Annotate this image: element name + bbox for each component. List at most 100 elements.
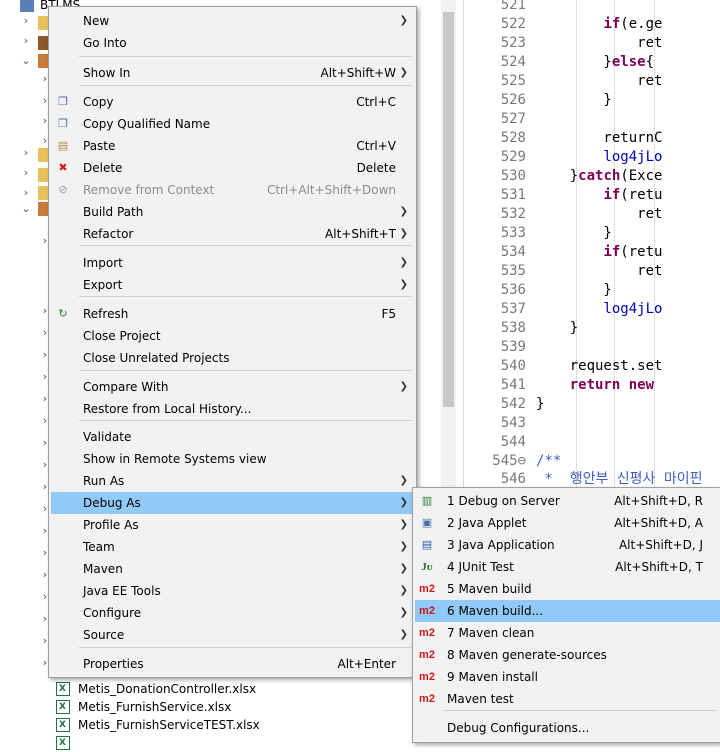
menu-item-java-ee-tools[interactable]: Java EE Tools❯ [51, 580, 414, 602]
code-line[interactable]: 546 * 행안부 신평사 마이핀 [464, 470, 720, 489]
code-line[interactable]: 543 [464, 414, 720, 433]
expand-icon[interactable]: › [42, 304, 48, 317]
code-line[interactable]: 535 ret [464, 262, 720, 281]
menu-item-validate[interactable]: Validate [51, 426, 414, 448]
expand-icon[interactable]: › [42, 656, 48, 669]
menu-item-team[interactable]: Team❯ [51, 536, 414, 558]
menu-item-close-unrelated-projects[interactable]: Close Unrelated Projects [51, 347, 414, 369]
code-line[interactable]: 528 returnC [464, 129, 720, 148]
expand-icon[interactable]: › [42, 612, 48, 625]
code-line[interactable]: 525 ret [464, 72, 720, 91]
expand-icon[interactable]: › [23, 14, 29, 27]
expand-icon[interactable]: › [23, 166, 29, 179]
code-line[interactable]: 545⊖/** [464, 452, 720, 471]
expand-icon[interactable]: › [42, 94, 48, 107]
code-line[interactable]: 539 [464, 338, 720, 357]
menu-item-build-path[interactable]: Build Path❯ [51, 201, 414, 223]
line-number: 535 [500, 263, 526, 279]
code-line[interactable]: 533 } [464, 224, 720, 243]
expand-icon[interactable]: › [23, 34, 29, 47]
expand-icon[interactable]: › [42, 436, 48, 449]
menu-item-maven[interactable]: Maven❯ [51, 558, 414, 580]
menu-item-label: 6 Maven build... [447, 604, 544, 618]
collapse-icon[interactable]: ⌄ [21, 54, 31, 67]
code-line[interactable]: 540 request.set [464, 357, 720, 376]
expand-icon[interactable]: › [42, 134, 48, 147]
menu-item-import[interactable]: Import❯ [51, 252, 414, 274]
code-line[interactable]: 544 [464, 433, 720, 452]
expand-icon[interactable]: › [42, 634, 48, 647]
menu-item-debug-as[interactable]: Debug As❯ [51, 492, 414, 514]
expand-icon[interactable]: › [42, 326, 48, 339]
expand-icon[interactable]: › [42, 348, 48, 361]
expand-icon[interactable]: › [42, 114, 48, 127]
expand-icon[interactable]: › [42, 546, 48, 559]
menu-item-new[interactable]: New❯ [51, 10, 414, 32]
submenu-item-debug-configurations[interactable]: Debug Configurations... [415, 717, 720, 739]
menu-item-export[interactable]: Export❯ [51, 274, 414, 296]
code-line[interactable]: 521 [464, 0, 720, 15]
code-line[interactable]: 522 if(e.ge [464, 15, 720, 34]
code-line[interactable]: 524 }else{ [464, 53, 720, 72]
expand-icon[interactable]: › [23, 146, 29, 159]
code-line[interactable]: 531 if(retu [464, 186, 720, 205]
expand-icon[interactable]: › [42, 72, 48, 85]
expand-icon[interactable]: › [42, 234, 48, 247]
expand-icon[interactable]: › [42, 590, 48, 603]
menu-item-source[interactable]: Source❯ [51, 624, 414, 646]
expand-icon[interactable]: › [42, 524, 48, 537]
code-line[interactable]: 534 if(retu [464, 243, 720, 262]
code-line[interactable]: 527 [464, 110, 720, 129]
code-line[interactable]: 532 ret [464, 205, 720, 224]
code-line[interactable]: 538 } [464, 319, 720, 338]
code-line[interactable]: 523 ret [464, 34, 720, 53]
code-line[interactable]: 530 }catch(Exce [464, 167, 720, 186]
code-line[interactable]: 526 } [464, 91, 720, 110]
expand-icon[interactable]: › [42, 370, 48, 383]
menu-item-label: Delete [83, 161, 123, 175]
expand-icon[interactable]: › [42, 414, 48, 427]
menu-item-go-into[interactable]: Go Into [51, 32, 414, 54]
menu-item-copy-qualified-name[interactable]: ❐Copy Qualified Name [51, 113, 414, 135]
submenu-arrow-icon: ❯ [399, 67, 408, 78]
menu-item-label: Close Unrelated Projects [83, 351, 230, 365]
expand-icon[interactable]: › [42, 480, 48, 493]
expand-icon[interactable]: › [42, 502, 48, 515]
collapse-icon[interactable]: ⌄ [21, 202, 31, 215]
code-line[interactable]: 541 return new [464, 376, 720, 395]
menu-item-restore-from-local-history[interactable]: Restore from Local History... [51, 398, 414, 420]
menu-item-close-project[interactable]: Close Project [51, 325, 414, 347]
code-line[interactable]: 536 } [464, 281, 720, 300]
code-line[interactable]: 542} [464, 395, 720, 414]
expand-icon[interactable]: › [42, 568, 48, 581]
scrollbar-thumb[interactable] [443, 12, 454, 407]
expand-icon[interactable]: › [42, 458, 48, 471]
expand-icon[interactable]: › [42, 392, 48, 405]
shortcut-label: Alt+Shift+D, A [614, 516, 703, 530]
menu-item-compare-with[interactable]: Compare With❯ [51, 376, 414, 398]
menu-item-configure[interactable]: Configure❯ [51, 602, 414, 624]
menu-item-show-in-remote-systems-view[interactable]: Show in Remote Systems view [51, 448, 414, 470]
expand-icon[interactable]: › [23, 186, 29, 199]
code-line[interactable]: 529 log4jLo [464, 148, 720, 167]
code-line[interactable]: 537 log4jLo [464, 300, 720, 319]
menu-item-profile-as[interactable]: Profile As❯ [51, 514, 414, 536]
menu-item-run-as[interactable]: Run As❯ [51, 470, 414, 492]
